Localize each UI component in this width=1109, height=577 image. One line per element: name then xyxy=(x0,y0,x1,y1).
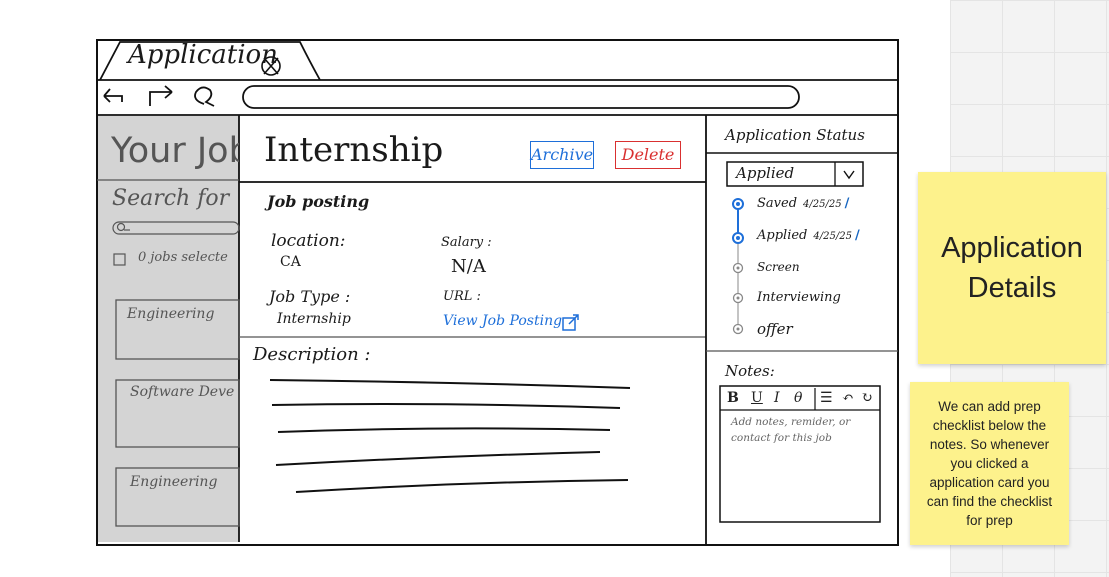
refresh-icon xyxy=(194,86,215,107)
timeline-item-offer[interactable]: offer xyxy=(757,320,793,338)
timeline-item-screen[interactable]: Screen xyxy=(757,260,800,274)
sidebar-card-label[interactable]: Engineering xyxy=(127,306,215,322)
forward-icon xyxy=(149,85,173,106)
redo-button[interactable]: ↻ xyxy=(861,390,873,406)
edit-pencil-icon[interactable]: / xyxy=(844,196,850,211)
sidebar-card-label[interactable]: Engineering xyxy=(130,474,218,490)
description-label: Description : xyxy=(253,344,371,365)
location-value: CA xyxy=(280,254,301,270)
tab-outline xyxy=(99,41,321,81)
description-line-1 xyxy=(269,379,631,389)
status-panel-title: Application Status xyxy=(725,126,865,144)
chevron-down-icon xyxy=(843,170,855,180)
undo-button[interactable]: ↶ xyxy=(842,390,854,406)
detail-title: Internship xyxy=(264,130,444,170)
window-title: Application xyxy=(128,40,278,70)
list-button[interactable]: ☰ xyxy=(820,390,833,406)
timeline-date: 4/25/25 xyxy=(813,231,852,242)
sticky-note-text: We can add prep checklist below the note… xyxy=(926,399,1053,528)
timeline-label: offer xyxy=(757,320,793,338)
select-all-checkbox xyxy=(113,253,126,266)
salary-value: N/A xyxy=(451,256,486,277)
external-link-icon xyxy=(562,314,579,331)
link-button[interactable]: θ xyxy=(794,390,803,406)
notes-placeholder-line-1[interactable]: Add notes, remider, or xyxy=(731,416,851,428)
job-type-label: Job Type : xyxy=(269,287,351,306)
timeline-label: Interviewing xyxy=(757,290,841,305)
sidebar-title: Your Job xyxy=(111,131,239,171)
notes-title: Notes: xyxy=(725,362,775,380)
sticky-note-application-details[interactable]: Application Details xyxy=(918,172,1106,364)
close-icon xyxy=(261,56,281,76)
sidebar-card-label[interactable]: Software Deve xyxy=(130,384,235,400)
selected-count: 0 jobs selecte xyxy=(138,250,228,265)
description-line-4 xyxy=(275,451,601,466)
url-label: URL : xyxy=(443,289,481,304)
window-frame xyxy=(96,39,899,546)
description-line-2 xyxy=(271,403,621,409)
salary-label: Salary : xyxy=(441,235,492,250)
underline-button[interactable]: U xyxy=(751,390,763,406)
sidebar-search-placeholder[interactable]: Search for xyxy=(112,186,230,211)
edit-pencil-icon[interactable]: / xyxy=(854,228,860,243)
address-bar xyxy=(242,85,800,109)
description-line-3 xyxy=(277,427,611,433)
timeline-item-saved[interactable]: Saved 4/25/25/ xyxy=(757,196,849,211)
search-icon xyxy=(116,222,130,232)
timeline-item-interviewing[interactable]: Interviewing xyxy=(757,290,841,305)
job-type-value: Internship xyxy=(277,311,351,327)
timeline-item-applied[interactable]: Applied 4/25/25/ xyxy=(757,228,860,243)
location-label: location: xyxy=(271,231,346,251)
bold-button[interactable]: B xyxy=(727,390,739,406)
italic-button[interactable]: I xyxy=(774,390,780,406)
status-dropdown[interactable]: Applied xyxy=(736,164,795,182)
archive-button[interactable]: Archive xyxy=(530,141,594,169)
view-job-posting-link[interactable]: View Job Posting xyxy=(443,313,563,329)
sticky-note-line: Application xyxy=(941,232,1083,264)
sidebar-card-2 xyxy=(115,379,240,448)
sticky-note-prep-checklist[interactable]: We can add prep checklist below the note… xyxy=(910,382,1069,545)
sidebar-background xyxy=(97,116,239,542)
timeline-label: Screen xyxy=(757,260,800,274)
timeline-date: 4/25/25 xyxy=(803,199,842,210)
description-line-5 xyxy=(295,479,629,493)
status-dropdown-box xyxy=(726,161,864,187)
sidebar-search-bar xyxy=(112,221,240,235)
delete-button[interactable]: Delete xyxy=(615,141,681,169)
sticky-note-line: Details xyxy=(967,272,1057,304)
back-icon xyxy=(103,88,123,103)
sidebar-card-1 xyxy=(115,299,240,360)
sidebar-card-3 xyxy=(115,467,240,527)
timeline-label: Saved xyxy=(757,196,798,211)
timeline-label: Applied xyxy=(757,228,808,243)
section-title: Job posting xyxy=(267,192,370,211)
notes-placeholder-line-2[interactable]: contact for this job xyxy=(731,432,832,444)
notes-editor-box xyxy=(719,385,881,523)
